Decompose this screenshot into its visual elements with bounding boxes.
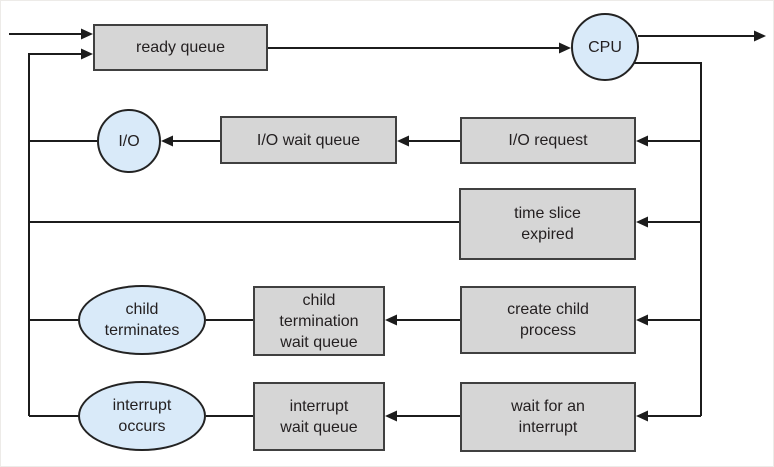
edge-cpu-dispatch-trunk (634, 62, 702, 416)
edge-feedback-trunk (28, 53, 83, 416)
node-interrupt-wait-queue: interrupt wait queue (253, 382, 385, 451)
arrowhead-into-io-request-icon (636, 135, 648, 147)
node-wait-for-an-interrupt-label: wait for an interrupt (511, 398, 585, 436)
arrowhead-into-wait-interrupt-icon (636, 410, 648, 422)
arrowhead-entry-ready-queue-icon (81, 28, 93, 40)
node-io-request-label: I/O request (508, 132, 588, 149)
node-io-wait-queue-label: I/O wait queue (256, 131, 361, 149)
node-io: I/O (97, 109, 161, 173)
node-create-child-process-label: create child process (507, 301, 589, 339)
node-cpu-label: CPU (588, 38, 622, 56)
node-child-terminates: child terminates (78, 285, 206, 355)
arrowhead-into-cpu-icon (559, 42, 571, 54)
arrowhead-into-termination-queue-icon (385, 314, 397, 326)
node-child-termination-wait-queue-label: child termination wait queue (279, 291, 359, 351)
node-time-slice-expired-label: time slice expired (514, 205, 581, 243)
arrowhead-into-io-wait-queue-icon (397, 135, 409, 147)
arrowhead-cpu-exit-icon (754, 30, 766, 42)
node-ready-queue-label: ready queue (136, 39, 225, 56)
arrowhead-into-time-slice-icon (636, 216, 648, 228)
arrowhead-feedback-ready-queue-icon (81, 48, 93, 60)
node-create-child-process: create child process (460, 286, 636, 354)
node-ready-queue: ready queue (93, 24, 268, 71)
arrowhead-into-interrupt-queue-icon (385, 410, 397, 422)
node-child-termination-wait-queue: child termination wait queue (253, 286, 385, 356)
node-time-slice-expired: time slice expired (459, 188, 636, 260)
node-wait-for-an-interrupt: wait for an interrupt (460, 382, 636, 452)
node-io-label: I/O (118, 132, 140, 150)
node-interrupt-wait-queue-label: interrupt wait queue (280, 397, 358, 436)
arrowhead-into-io-icon (161, 135, 173, 147)
node-cpu: CPU (571, 13, 639, 81)
node-io-wait-queue: I/O wait queue (220, 116, 397, 164)
node-io-request: I/O request (460, 117, 636, 164)
node-interrupt-occurs: interrupt occurs (78, 381, 206, 451)
arrowhead-into-create-child-icon (636, 314, 648, 326)
node-interrupt-occurs-label: interrupt occurs (112, 397, 172, 435)
node-child-terminates-label: child terminates (104, 301, 180, 339)
